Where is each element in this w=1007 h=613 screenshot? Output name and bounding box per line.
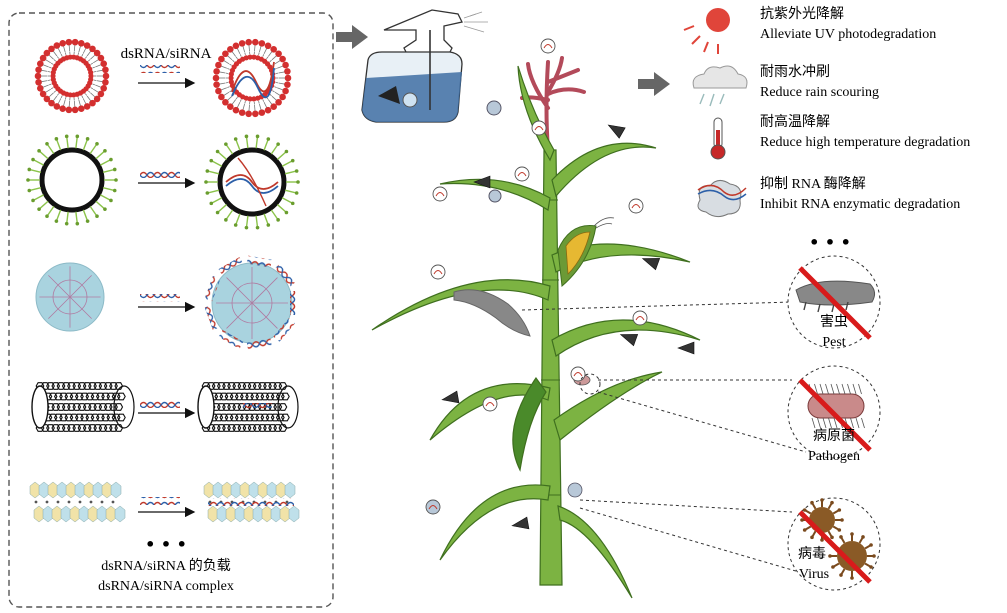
panel-border	[8, 12, 334, 608]
benefit-label-en: Reduce rain scouring	[760, 85, 879, 100]
target-label-cn: 病原菌	[813, 428, 855, 444]
liposome-row: dsRNA/siRNA	[34, 38, 292, 118]
thermometer-icon	[710, 117, 726, 160]
layered-clay-loaded	[203, 481, 300, 523]
target-label-en: Virus	[799, 567, 829, 582]
target-pathogen: 病原菌 Pathogen	[787, 365, 881, 464]
corn-plant	[371, 38, 701, 599]
benefit-label-en: Inhibit RNA enzymatic degradation	[760, 197, 960, 212]
dsrna-strand-icon	[140, 294, 180, 302]
corn-stem	[539, 149, 563, 586]
target-label-en: Pest	[822, 335, 845, 350]
leaf-virus-spot	[567, 482, 583, 498]
liposome-loaded	[212, 38, 292, 118]
sun-icon	[683, 8, 730, 54]
layered-clay-empty	[29, 481, 126, 523]
benefit-label-cn: 耐高温降解	[760, 113, 830, 130]
surface-dsrna	[204, 255, 298, 351]
sprayer-head	[383, 9, 463, 57]
liposome-empty	[34, 38, 110, 114]
dsrna-label: dsRNA/siRNA	[121, 46, 212, 62]
corn-leaves	[371, 65, 701, 599]
flow-arrow-to-benefits	[638, 72, 670, 96]
pointer-lines	[521, 301, 807, 575]
panel-dots: • • •	[145, 535, 187, 554]
benefit-label-cn: 抗紫外光降解	[760, 6, 844, 22]
applied-dsrna-markers	[425, 38, 648, 515]
carbon-nanotube-empty	[31, 382, 135, 432]
target-label-en: Pathogen	[808, 449, 860, 464]
target-label-cn: 害虫	[820, 314, 848, 330]
benefit-label-en: Alleviate UV photodegradation	[760, 27, 936, 42]
nanoparticle-row	[35, 255, 298, 351]
layered-clay-row	[29, 481, 300, 523]
nanotube-in-bottle-icon	[378, 86, 400, 104]
corn-tassel	[520, 56, 586, 152]
benefit-label-cn: 抑制 RNA 酶降解	[760, 176, 866, 192]
polymer-row	[26, 134, 300, 230]
flow-arrow-to-sprayer	[336, 25, 368, 49]
carrier-panel: dsRNA/siRNA	[8, 12, 334, 608]
benefit-list: 抗紫外光降解 Alleviate UV photodegradation 耐雨水冲刷…	[683, 6, 970, 252]
pest-markers	[441, 124, 695, 530]
spray-mist	[463, 11, 488, 33]
benefit-label-en: Reduce high temperature degradation	[760, 135, 970, 150]
benefit-label-cn: 耐雨水冲刷	[760, 64, 830, 80]
benefit-dots: • • •	[809, 233, 851, 252]
dsrna-strand-icon	[140, 400, 180, 408]
leaf-pest-shape	[453, 289, 531, 337]
corn-ear	[557, 217, 615, 287]
dsrna-strand-icon	[140, 170, 180, 178]
dsrna-strand-icon	[140, 497, 180, 505]
target-pest: 害虫 Pest	[787, 255, 881, 350]
polymer-particle-loaded	[204, 134, 300, 230]
polymer-particle-empty	[26, 134, 118, 226]
nanotube-row	[31, 382, 299, 432]
carbon-nanotube-loaded	[197, 382, 299, 432]
spray-bottle	[361, 9, 488, 123]
panel-caption-cn: dsRNA/siRNA 的负载	[101, 558, 231, 574]
dsrna-strand-icon	[140, 65, 180, 73]
target-virus: 病毒 Virus	[787, 497, 881, 591]
enzyme-icon	[697, 180, 747, 218]
target-label-cn: 病毒	[798, 546, 826, 562]
panel-caption-en: dsRNA/siRNA complex	[98, 579, 234, 594]
target-list: 害虫 Pest 病原菌 Pathogen 病毒 Virus	[787, 255, 881, 591]
rain-cloud-icon	[692, 65, 748, 107]
